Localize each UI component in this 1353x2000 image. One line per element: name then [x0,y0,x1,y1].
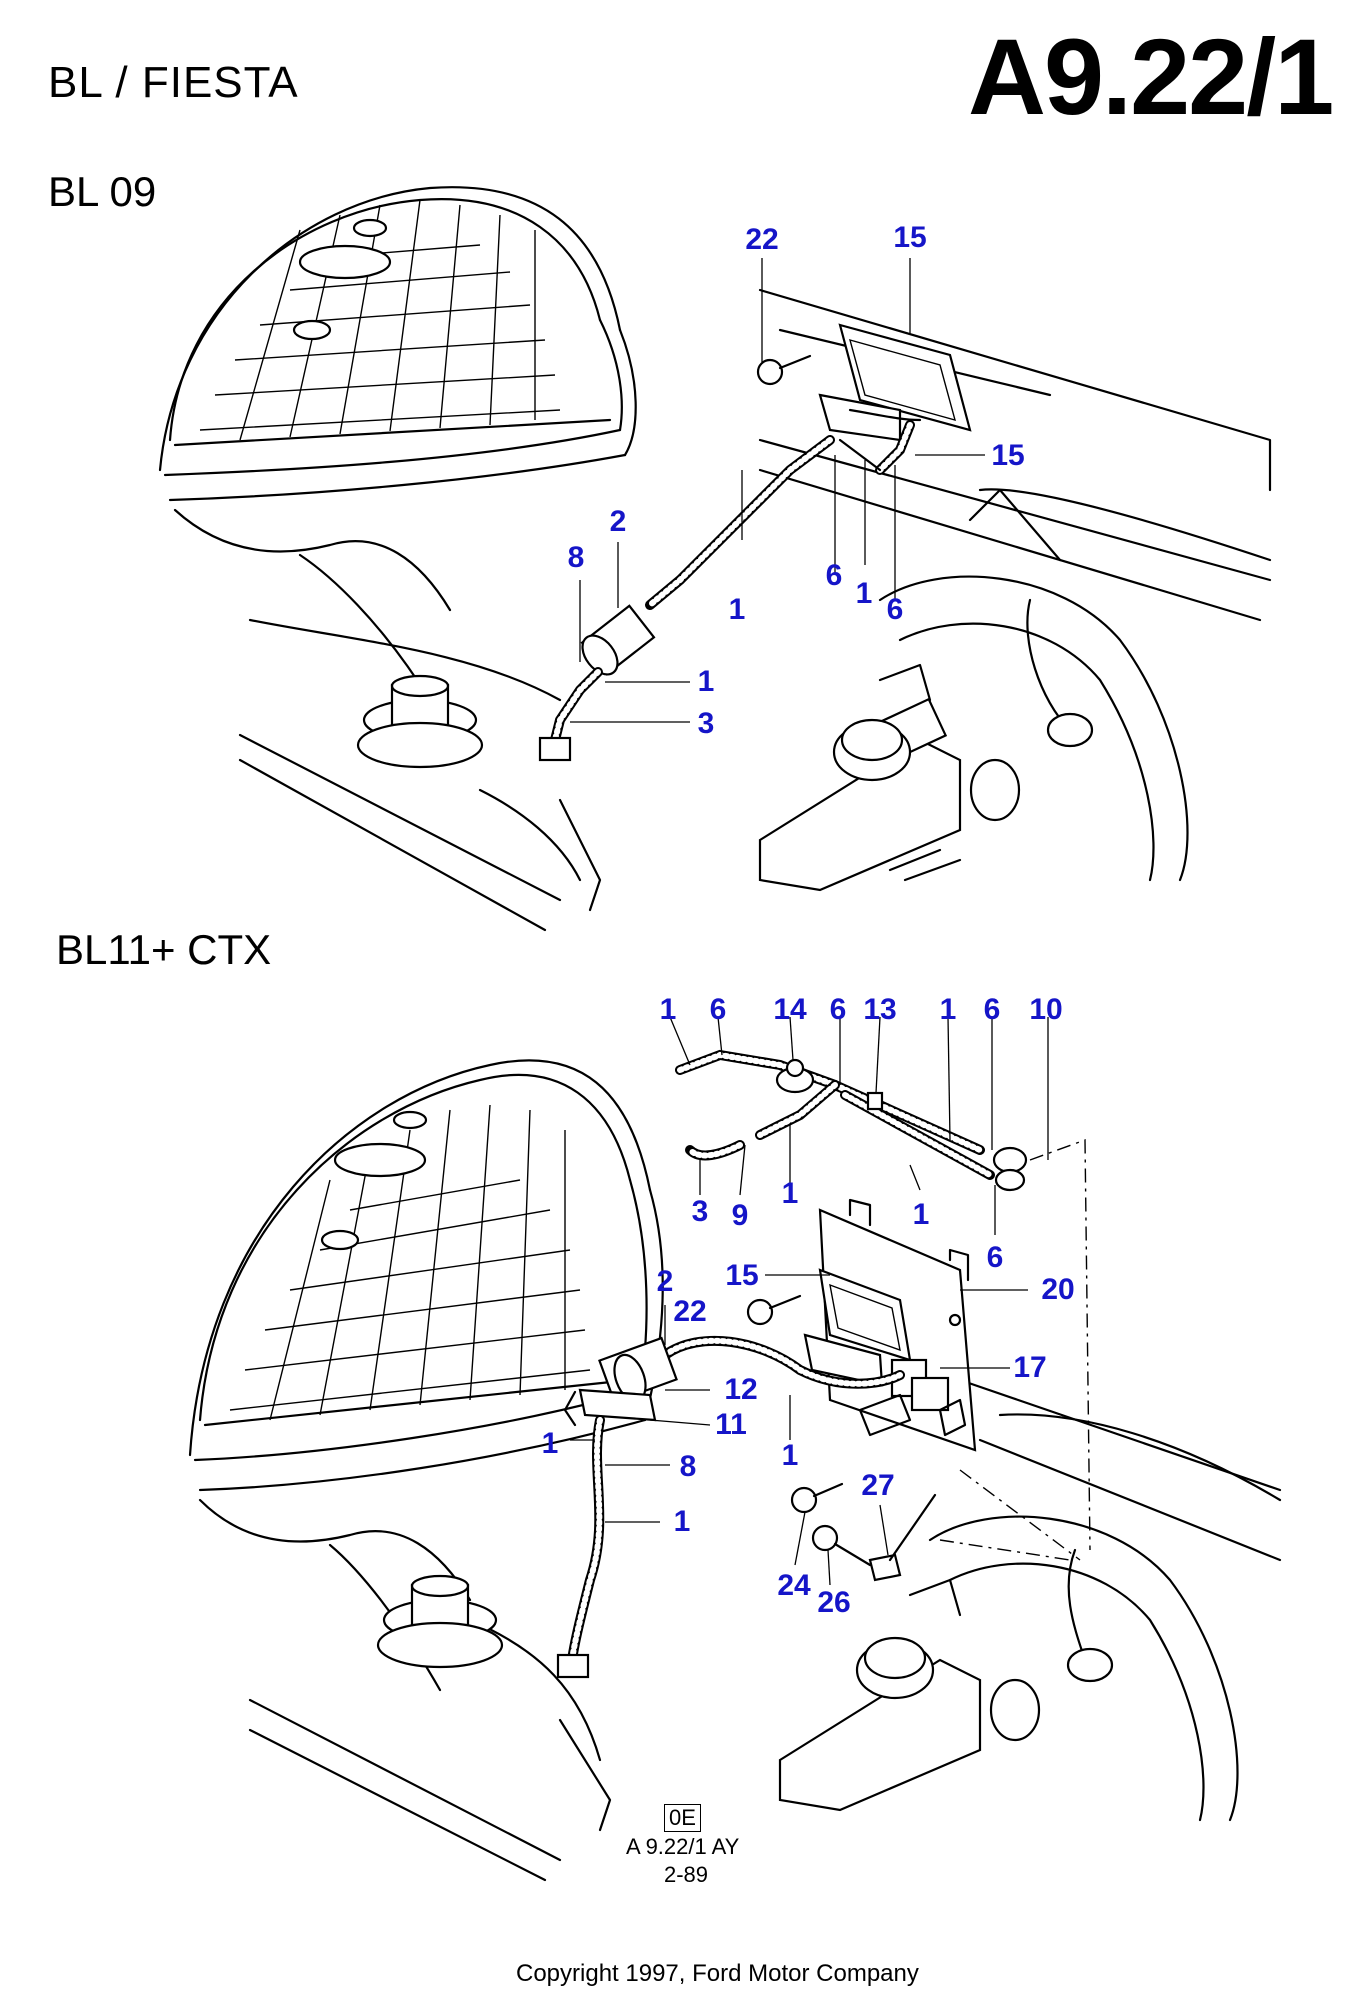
callout-lower: 6 [709,993,727,1026]
callout-upper: 22 [745,223,779,256]
callout-lower: 6 [983,993,1001,1026]
copyright-notice: Copyright 1997, Ford Motor Company [516,1960,919,1987]
callout-lower: 12 [724,1373,758,1406]
callout-lower: 14 [773,993,807,1026]
callout-lower: 1 [781,1439,799,1472]
callout-lower: 6 [829,993,847,1026]
section-label-lower: BL11+ CTX [56,926,272,973]
callout-upper: 8 [567,541,585,574]
upper-illustration [158,186,1272,932]
callout-upper: 6 [825,559,843,592]
callout-lower: 17 [1013,1351,1047,1384]
callout-upper: 1 [855,577,873,610]
callout-upper: 15 [991,439,1025,472]
section-label-upper: BL 09 [48,168,157,215]
callout-upper: 15 [893,221,927,254]
callout-upper: 1 [697,665,715,698]
model-title: BL / FIESTA [48,58,299,107]
callout-upper: 2 [609,505,627,538]
callout-lower: 27 [861,1469,895,1502]
reference-date: 2-89 [664,1862,709,1887]
callout-lower: 1 [939,993,957,1026]
callout-lower: 2 [656,1265,674,1298]
callout-lower: 1 [541,1427,559,1460]
callout-lower: 11 [715,1408,747,1441]
lower-illustration [188,1016,1282,1882]
callout-lower: 24 [777,1569,811,1602]
page-code: A9.22/1 [968,16,1334,137]
callout-lower: 9 [731,1199,749,1232]
callout-lower: 1 [781,1177,799,1210]
callout-lower: 1 [912,1198,930,1231]
callout-lower: 10 [1029,993,1063,1026]
callout-lower: 6 [986,1241,1004,1274]
callout-lower: 3 [691,1195,709,1228]
callout-lower: 15 [725,1259,759,1292]
callout-lower: 1 [673,1505,691,1538]
callout-lower: 8 [679,1450,697,1483]
callout-upper: 1 [728,593,746,626]
callout-lower: 1 [659,993,677,1026]
callout-lower: 13 [863,993,897,1026]
callout-upper: 3 [697,707,715,740]
callout-lower: 26 [817,1586,851,1619]
reference-box: 0E [664,1804,701,1832]
callout-upper: 6 [886,593,904,626]
callout-lower: 22 [673,1295,707,1328]
callout-lower: 20 [1041,1273,1075,1306]
reference-code: A 9.22/1 AY [626,1834,740,1859]
